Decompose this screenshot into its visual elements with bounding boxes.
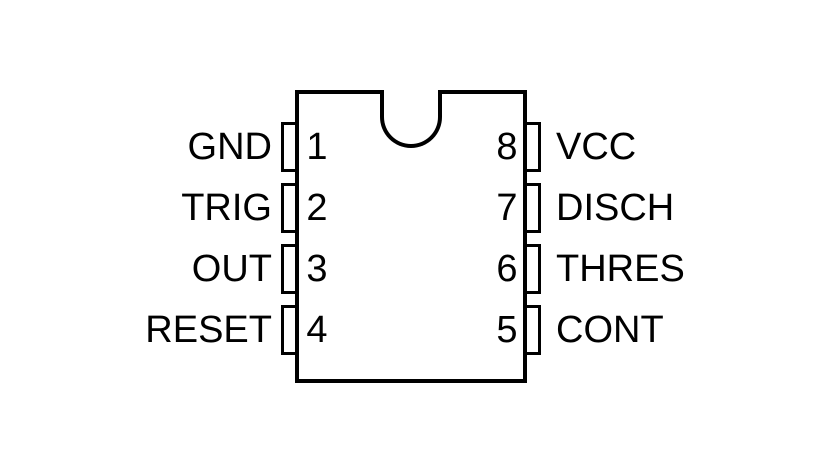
pin-2-stub xyxy=(281,183,295,233)
pin-2-number: 2 xyxy=(306,187,328,229)
pin-7-label: DISCH xyxy=(556,187,675,229)
orientation-notch-icon xyxy=(380,90,442,148)
pin-6-stub xyxy=(527,244,541,294)
pin-3-stub xyxy=(281,244,295,294)
pin-8-label: VCC xyxy=(556,126,637,168)
pin-1-label: GND xyxy=(187,126,272,168)
pin-1-stub xyxy=(281,122,295,172)
pin-5-label: CONT xyxy=(556,309,664,351)
pin-2-label: TRIG xyxy=(181,187,272,229)
pin-3-number: 3 xyxy=(306,248,328,290)
pin-7-number: 7 xyxy=(496,187,518,229)
pin-7-stub xyxy=(527,183,541,233)
pin-8-number: 8 xyxy=(496,126,518,168)
pin-4-number: 4 xyxy=(306,309,328,351)
pin-4-stub xyxy=(281,305,295,355)
pin-1-number: 1 xyxy=(306,126,328,168)
pin-6-number: 6 xyxy=(496,248,518,290)
pin-6-label: THRES xyxy=(556,248,685,290)
pin-5-number: 5 xyxy=(496,309,518,351)
pin-5-stub xyxy=(527,305,541,355)
pin-8-stub xyxy=(527,122,541,172)
pin-3-label: OUT xyxy=(191,248,272,290)
pin-4-label: RESET xyxy=(145,309,272,351)
